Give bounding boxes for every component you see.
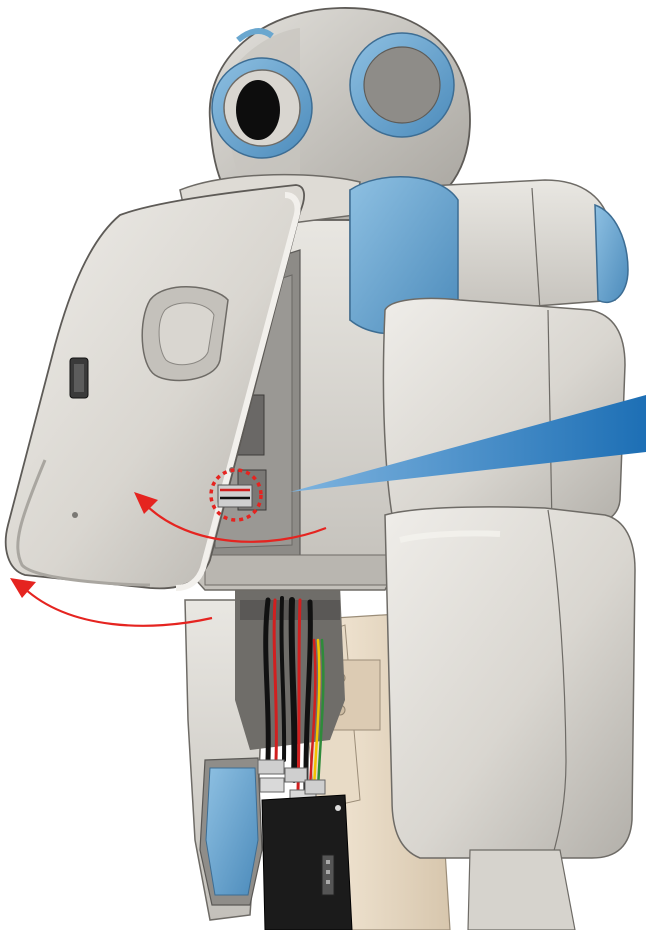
right-arm bbox=[350, 177, 635, 930]
control-board bbox=[262, 795, 352, 930]
